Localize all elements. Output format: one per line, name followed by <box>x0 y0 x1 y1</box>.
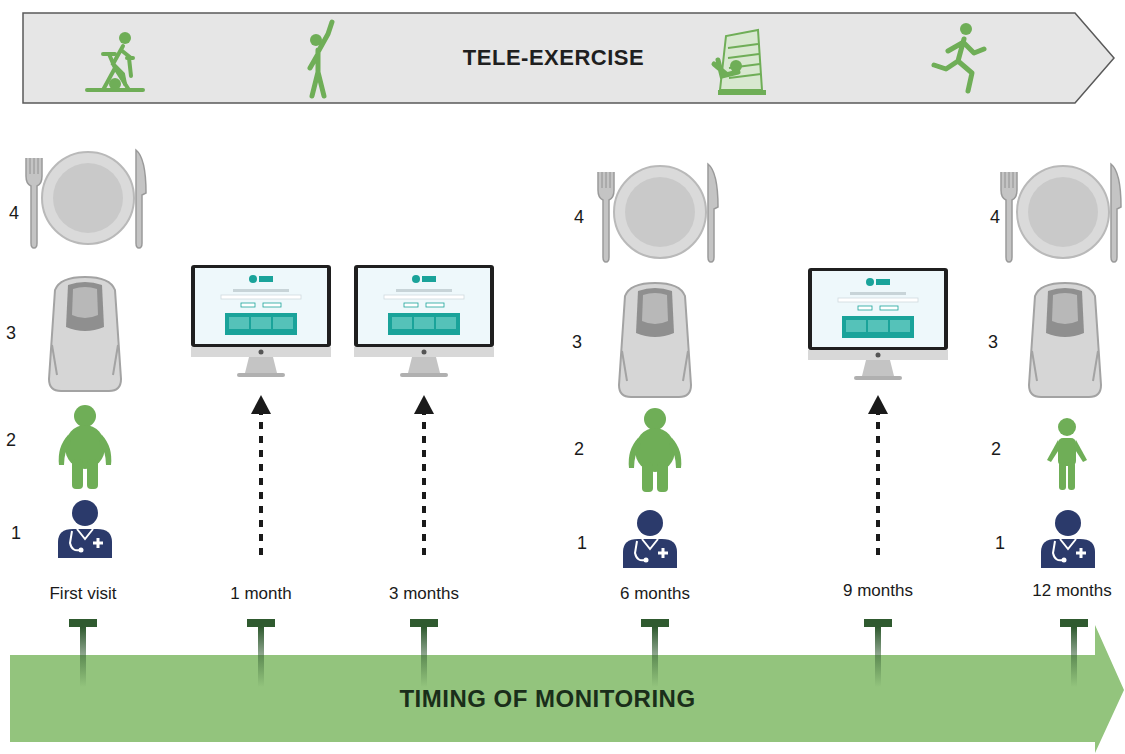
meal-icon <box>598 164 718 262</box>
tele-exercise-banner-outline <box>23 13 1114 103</box>
callout-number: 2 <box>574 439 584 460</box>
web-platform-monitor <box>808 268 948 380</box>
dotted-arrow <box>868 395 888 555</box>
body-composition-device <box>49 277 121 391</box>
patient-icon <box>59 405 112 489</box>
meal-icon <box>26 150 146 248</box>
callout-number: 1 <box>995 533 1005 554</box>
body-composition-device <box>1029 283 1101 397</box>
meal-icon <box>1001 164 1121 262</box>
patient-icon <box>629 408 682 492</box>
timepoint-label: 9 months <box>843 581 913 601</box>
timepoint-label: 12 months <box>1032 581 1111 601</box>
web-platform-monitor <box>354 265 494 377</box>
web-platform-monitor <box>191 265 331 377</box>
timepoint-label: 3 months <box>389 584 459 604</box>
timeline-arrow-outline <box>10 625 1124 753</box>
doctor-icon <box>58 500 112 558</box>
timepoint-label: 1 month <box>230 584 291 604</box>
callout-number: 4 <box>574 207 584 228</box>
node-title: TELE-EXERCISE <box>463 45 644 71</box>
dotted-arrow <box>251 395 271 555</box>
callout-number: 4 <box>990 207 1000 228</box>
callout-number: 2 <box>6 430 16 451</box>
callout-number: 3 <box>6 323 16 344</box>
doctor-icon <box>1041 510 1095 568</box>
callout-number: 2 <box>991 439 1001 460</box>
doctor-icon <box>623 510 677 568</box>
dotted-arrow <box>414 395 434 555</box>
patient-icon <box>1047 418 1087 490</box>
timeline-arrow: TIMING OF MONITORING <box>0 622 1125 754</box>
timepoint-label: 6 months <box>620 584 690 604</box>
callout-number: 4 <box>9 203 19 224</box>
callout-number: 1 <box>577 533 587 554</box>
timepoint-label: First visit <box>49 584 116 604</box>
tele-exercise-banner: TELE-EXERCISE <box>22 12 1115 104</box>
body-composition-device <box>619 283 691 397</box>
callout-number: 1 <box>11 523 21 544</box>
node-title: TIMING OF MONITORING <box>399 685 695 713</box>
callout-number: 3 <box>988 332 998 353</box>
callout-number: 3 <box>572 332 582 353</box>
